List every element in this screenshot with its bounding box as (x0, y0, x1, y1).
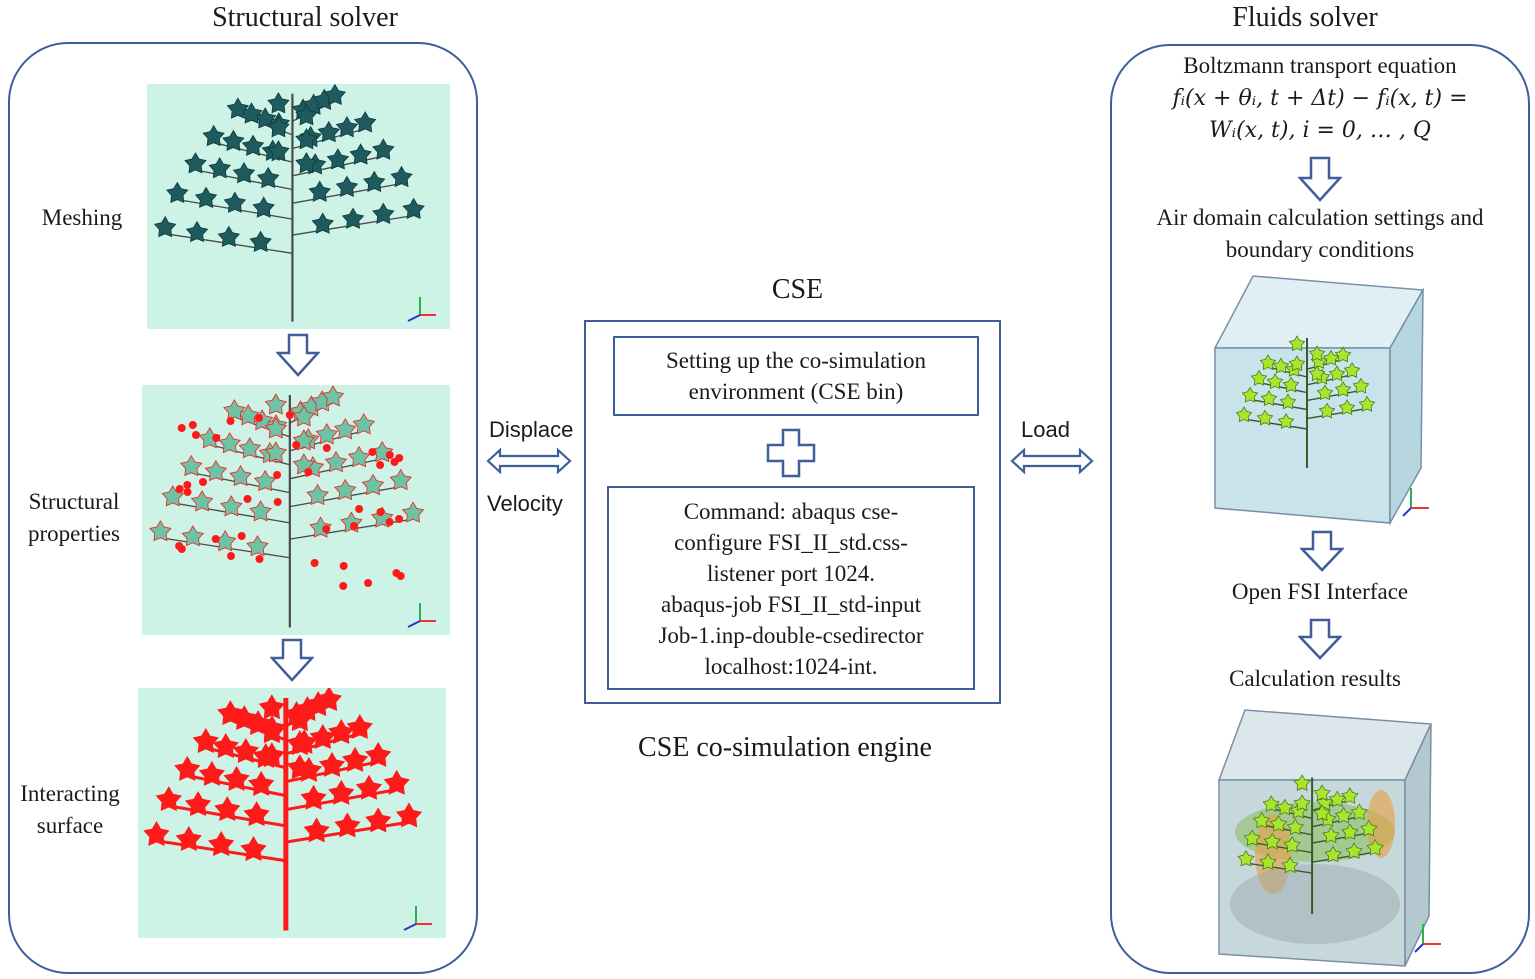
equation-line: fᵢ(x + θᵢ, t + Δt) − fᵢ(x, t) = (1172, 86, 1468, 111)
cse-command-box: Command: abaqus cse- configure FSI_II_st… (607, 486, 975, 690)
step-label-interacting-surface: Interacting surface (20, 781, 120, 838)
step-label-meshing: Meshing (41, 205, 123, 230)
velocity-label: Velocity (487, 491, 563, 516)
cse-caption: CSE co-simulation engine (638, 732, 932, 763)
equation-line: Wᵢ(x, t), i = 0, … , Q (1209, 118, 1431, 143)
command-line: Job-1.inp-double-csedirector (658, 623, 924, 648)
air-domain-cube-image (1213, 275, 1429, 526)
plus-icon (766, 428, 816, 478)
cse-setup-box: Setting up the co-simulation environment… (613, 336, 979, 416)
down-arrow-icon (1298, 156, 1342, 202)
double-arrow-icon (486, 447, 572, 475)
command-line: localhost:1024-int. (704, 654, 878, 679)
fluids-solver-title: Fluids solver (1232, 2, 1378, 33)
step-calculation-results: Calculation results (1229, 666, 1401, 691)
command-line: Command: abaqus cse- (683, 499, 899, 524)
structural-properties-image (142, 385, 450, 635)
displace-label: Displace (489, 417, 574, 442)
command-line: listener port 1024. (707, 561, 875, 586)
structural-solver-title: Structural solver (212, 2, 398, 33)
command-line: configure FSI_II_std.css- (674, 530, 908, 555)
cse-setup-text: Setting up the co-simulation environment… (666, 348, 926, 404)
step-label-structural-properties: Structural properties (28, 489, 120, 546)
cse-title: CSE (771, 274, 824, 305)
step-open-fsi: Open FSI Interface (1231, 579, 1409, 604)
down-arrow-icon (270, 638, 314, 682)
down-arrow-icon (1298, 618, 1342, 660)
interacting-surface-image (138, 688, 446, 938)
down-arrow-icon (1300, 530, 1344, 572)
command-line: abaqus-job FSI_II_std-input (660, 592, 921, 617)
load-label: Load (1021, 417, 1070, 442)
calculation-results-image (1217, 709, 1441, 967)
meshing-image (147, 84, 450, 329)
step-air-domain: Air domain calculation settings and boun… (1156, 205, 1484, 262)
down-arrow-icon (276, 333, 320, 377)
double-arrow-icon (1010, 447, 1094, 475)
equation-title: Boltzmann transport equation (1183, 53, 1457, 78)
